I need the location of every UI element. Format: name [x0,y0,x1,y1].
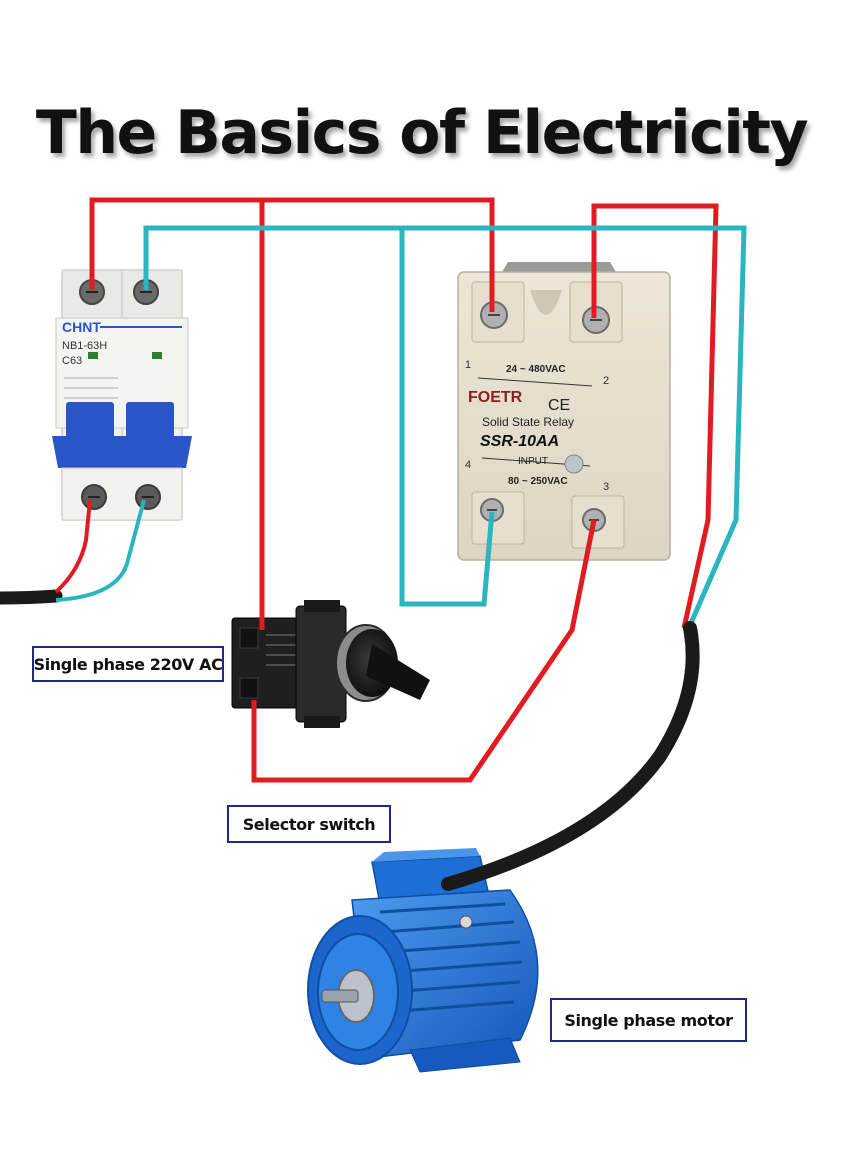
selector-switch [231,600,430,728]
supply-neutral-lead [55,499,146,602]
relay-brand: FOETR [468,389,523,406]
breaker-base-rail [52,436,192,468]
motor-lifting-bolt [459,915,473,929]
breaker-indicator-right [152,352,162,359]
breaker-handle-left [66,402,114,442]
selector-knob-lever-icon [366,644,430,700]
breaker-brand: CHNT [62,319,101,335]
page-title: The Basics of Electricity [35,98,809,168]
selector-to-relay-input-wire [251,519,597,783]
neutral-wire-to-motor [143,225,747,631]
breaker-handle-right [126,402,174,442]
relay-terminal-4-label: 4 [465,459,471,471]
supply-live-lead [54,499,92,594]
supply-cable [0,589,63,605]
relay-terminal-1-label: 1 [465,359,471,371]
motor-shaft [321,989,359,1003]
neutral-wire-to-relay-input [399,228,495,607]
motor-mounting-foot [409,1037,521,1073]
relay-model: SSR-10AA [480,433,559,450]
relay-terminal-2-label: 2 [603,375,609,387]
single-phase-motor [307,848,539,1073]
breaker-rating: C63 [62,355,82,367]
relay-output-to-motor-wire [591,203,719,629]
relay-terminal-3-label: 3 [603,481,609,493]
relay-output-range: 24 ~ 480VAC [506,364,566,375]
relay-input-range: 80 ~ 250VAC [508,476,568,487]
ce-mark-icon: CE [548,397,570,414]
live-wire-breaker-to-relay [89,197,495,312]
circuit-breaker: CHNT NB1-63H C63 [52,269,192,521]
motor-cable [441,621,700,891]
relay-led-indicator [564,454,584,474]
label-motor: Single phase motor [550,998,747,1042]
relay-input-label: INPUT [518,456,548,467]
relay-heatsink [502,262,616,272]
label-supply: Single phase 220V AC [32,646,224,682]
breaker-indicator-left [88,352,98,359]
relay-type: Solid State Relay [482,415,574,429]
breaker-model: NB1-63H [62,340,107,352]
label-selector-switch: Selector switch [227,805,391,843]
